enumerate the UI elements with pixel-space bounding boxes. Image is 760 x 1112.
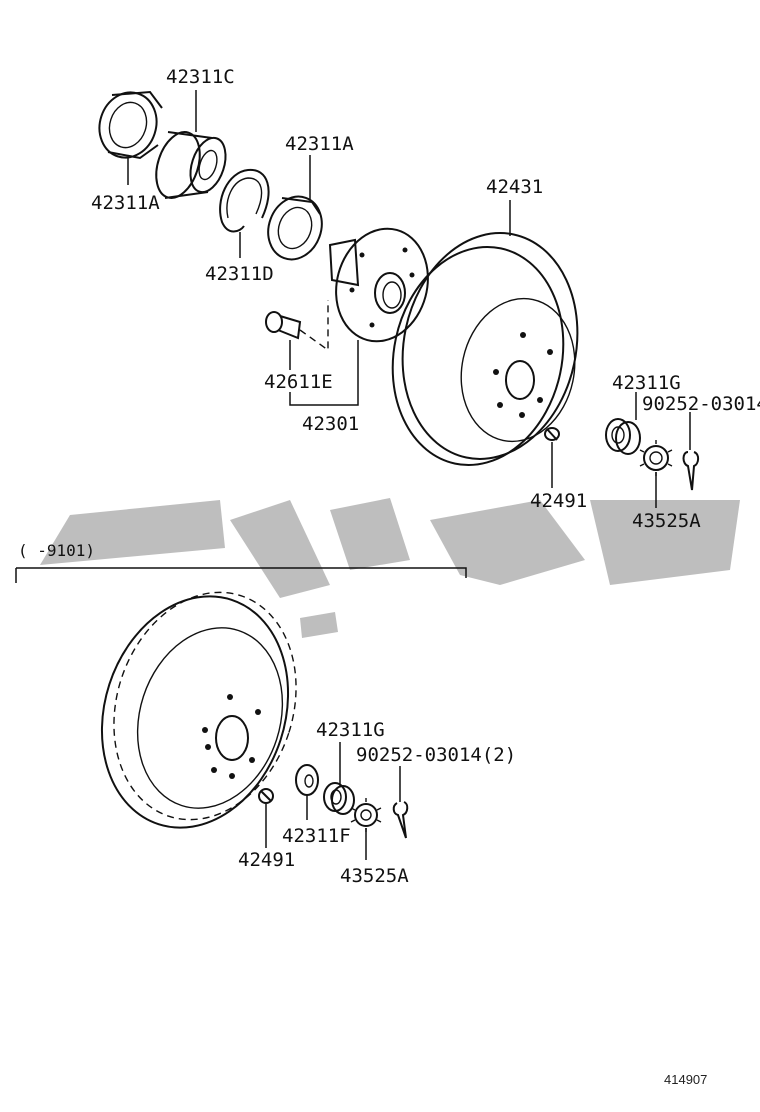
label-43525a-bottom: 43525A [340, 865, 409, 887]
label-90252-03014-top: 90252-03014 [642, 393, 760, 415]
label-42311f: 42311F [282, 825, 351, 847]
disc-top [391, 232, 579, 467]
hub-bolt [265, 300, 329, 352]
label-42311g-top: 42311G [612, 372, 681, 394]
label-42431: 42431 [486, 176, 543, 198]
label-90252-03014-2-bottom: 90252-03014(2) [356, 744, 516, 766]
bearing-cup-right [267, 195, 323, 261]
part-labels: 42311C 42311A 42311A 42311D 42431 42611E… [18, 66, 760, 1087]
label-42311g-bottom: 42311G [316, 719, 385, 741]
label-42491-bottom: 42491 [238, 849, 295, 871]
label-range-note: ( -9101) [18, 541, 95, 560]
nut-lock-bottom [350, 798, 382, 832]
nut-lock-top [639, 440, 673, 476]
cotter-pin-bottom [392, 801, 409, 839]
snap-ring [219, 168, 270, 233]
disc-bottom [100, 591, 297, 829]
label-42301: 42301 [302, 413, 359, 435]
watermark-logo [40, 498, 740, 638]
label-42311c: 42311C [166, 66, 235, 88]
bearing-cup-left [98, 90, 163, 160]
range-bracket [15, 567, 467, 583]
adjust-nut-top [605, 418, 641, 455]
adjust-nut-bottom [323, 782, 355, 815]
figure-reference-number: 414907 [664, 1072, 707, 1087]
disc-screw-bottom [258, 788, 274, 804]
disc-screw-top [544, 427, 560, 441]
label-42311a-right: 42311A [285, 133, 354, 155]
top-leader-lines [127, 90, 691, 508]
label-42311a-left: 42311A [91, 192, 160, 214]
bottom-leader-lines [265, 742, 401, 860]
bearing-cone [155, 131, 227, 199]
label-42311d: 42311D [205, 263, 274, 285]
label-43525a-top: 43525A [632, 510, 701, 532]
cotter-pin-top [682, 451, 700, 491]
hub-assembly [328, 227, 429, 343]
washer-bottom [295, 764, 319, 796]
label-42611e: 42611E [264, 371, 333, 393]
label-42491-top: 42491 [530, 490, 587, 512]
